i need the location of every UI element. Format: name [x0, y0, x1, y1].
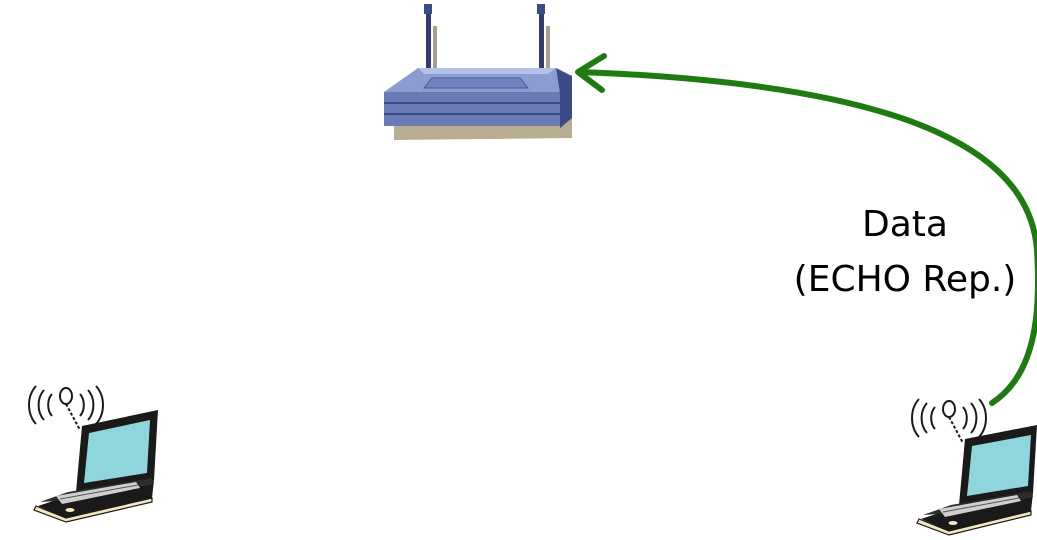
- access-point-icon: [384, 4, 572, 140]
- arrow-label-data: Data: [862, 204, 948, 245]
- left-laptop-icon: [28, 385, 158, 523]
- data-arrow: [575, 53, 1037, 406]
- right-laptop-icon: [911, 398, 1037, 536]
- arrow-label-echo-reply: (ECHO Rep.): [793, 259, 1017, 300]
